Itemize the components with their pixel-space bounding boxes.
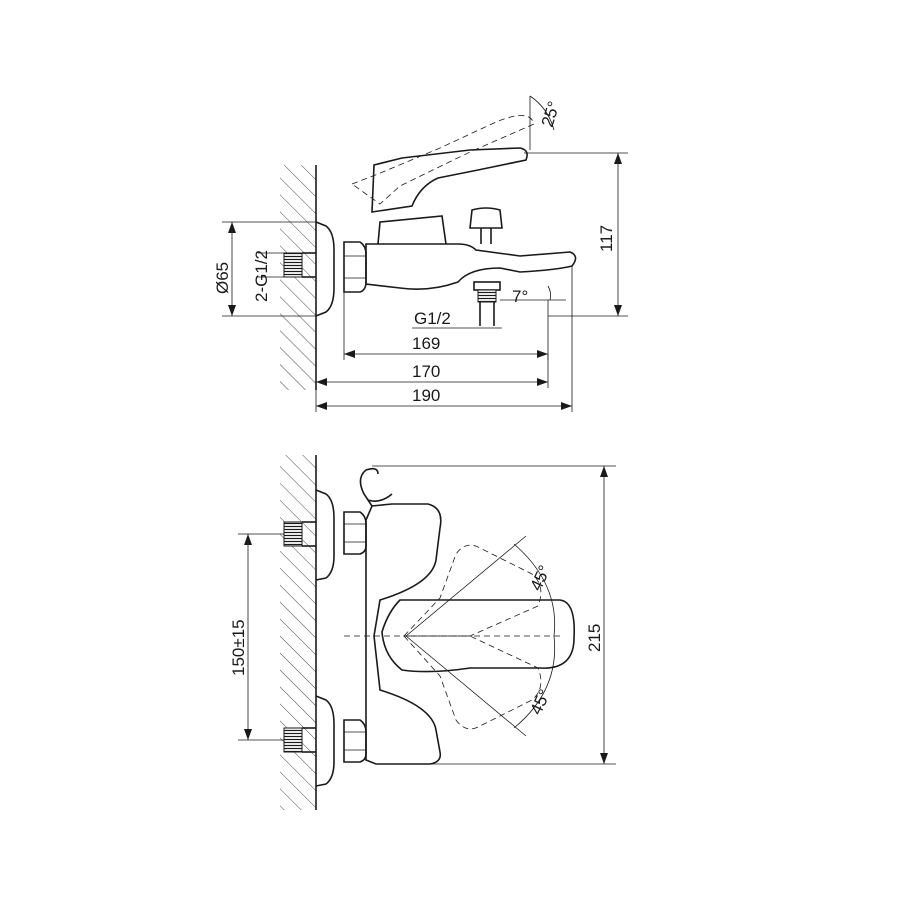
- dim-outlet-thread: G1/2: [414, 309, 451, 328]
- dim-diameter: Ø65: [213, 262, 232, 294]
- dim-angle-lower: 45°: [526, 686, 554, 717]
- escutcheon-top-lower: [315, 695, 335, 787]
- nut-side: [343, 241, 367, 293]
- handle-rotated-lower: [403, 635, 542, 730]
- diverter-knob: [469, 207, 503, 244]
- handle-top: [381, 599, 576, 673]
- shower-hook: [359, 467, 393, 507]
- dim-190: 190: [412, 386, 440, 405]
- top-view: 45° 45° 150±15 215: [229, 455, 616, 810]
- outlet-side: [473, 281, 501, 326]
- dim-170: 170: [412, 362, 440, 381]
- escutcheon-top-upper: [315, 489, 335, 581]
- nut-top-upper: [343, 511, 367, 555]
- lever-raised-side: [351, 115, 535, 205]
- dim-spout-angle: 7°: [512, 287, 528, 306]
- handle-rotated-upper: [403, 544, 542, 637]
- dim-height: 117: [597, 225, 616, 252]
- mixer-body-side: [365, 243, 577, 290]
- dim-width: 215: [585, 624, 604, 652]
- escutcheon-side: [315, 221, 335, 317]
- dim-angle-upper: 45°: [526, 562, 554, 593]
- dim-inlet-thread: 2-G1/2: [252, 250, 271, 302]
- lever-side: [371, 147, 528, 213]
- dim-centers: 150±15: [229, 619, 248, 676]
- dim-angle-lever: 25°: [538, 99, 564, 129]
- side-view: 25° 117 7° Ø65 2-G1/2 G1/2 169: [213, 95, 628, 412]
- wall-top: [280, 455, 317, 810]
- inlet-thread-side: [283, 252, 303, 278]
- nut-top-lower: [343, 719, 367, 763]
- mixer-body-top: [365, 503, 442, 765]
- dim-169: 169: [412, 334, 440, 353]
